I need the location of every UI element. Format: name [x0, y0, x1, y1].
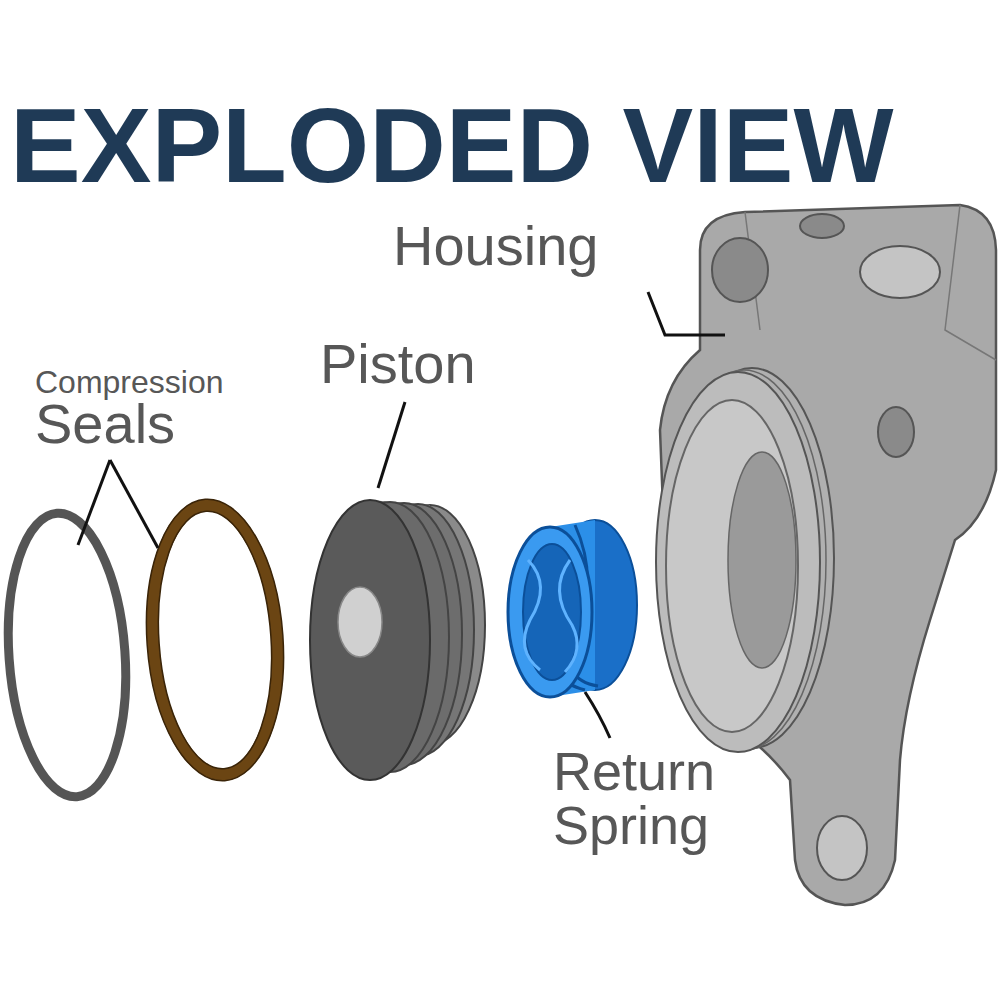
housing	[656, 372, 820, 752]
return-spring	[523, 544, 581, 680]
return-spring	[524, 560, 540, 670]
leader-line	[110, 460, 158, 548]
seal-ring	[0, 509, 135, 800]
housing	[878, 407, 914, 457]
housing	[712, 238, 768, 302]
part-label: Compression	[35, 366, 224, 398]
housing	[745, 205, 996, 360]
return-spring	[559, 560, 577, 672]
piston	[310, 500, 485, 780]
housing	[860, 246, 940, 298]
housing	[817, 816, 867, 880]
part-label: Piston	[320, 336, 476, 392]
part-label: Housing	[393, 218, 598, 274]
housing	[800, 214, 844, 238]
piston	[338, 587, 382, 657]
leader-line	[378, 402, 405, 488]
seal-ring	[144, 501, 287, 779]
leader-line	[585, 692, 610, 738]
seal-ring	[137, 495, 292, 786]
diagram-title: EXPLODED VIEW	[10, 92, 893, 198]
housing	[728, 452, 796, 668]
part-label: Seals	[35, 396, 175, 452]
piston	[310, 500, 430, 780]
part-label: Return Spring	[553, 744, 753, 852]
seal-ring	[0, 509, 135, 800]
leader-line	[78, 460, 110, 545]
seal-ring	[150, 507, 280, 772]
leader-line	[78, 292, 725, 738]
seal-ring	[137, 495, 292, 786]
return-spring	[508, 520, 637, 697]
return-spring	[508, 527, 592, 697]
housing	[666, 400, 798, 732]
leader-line	[648, 292, 725, 335]
